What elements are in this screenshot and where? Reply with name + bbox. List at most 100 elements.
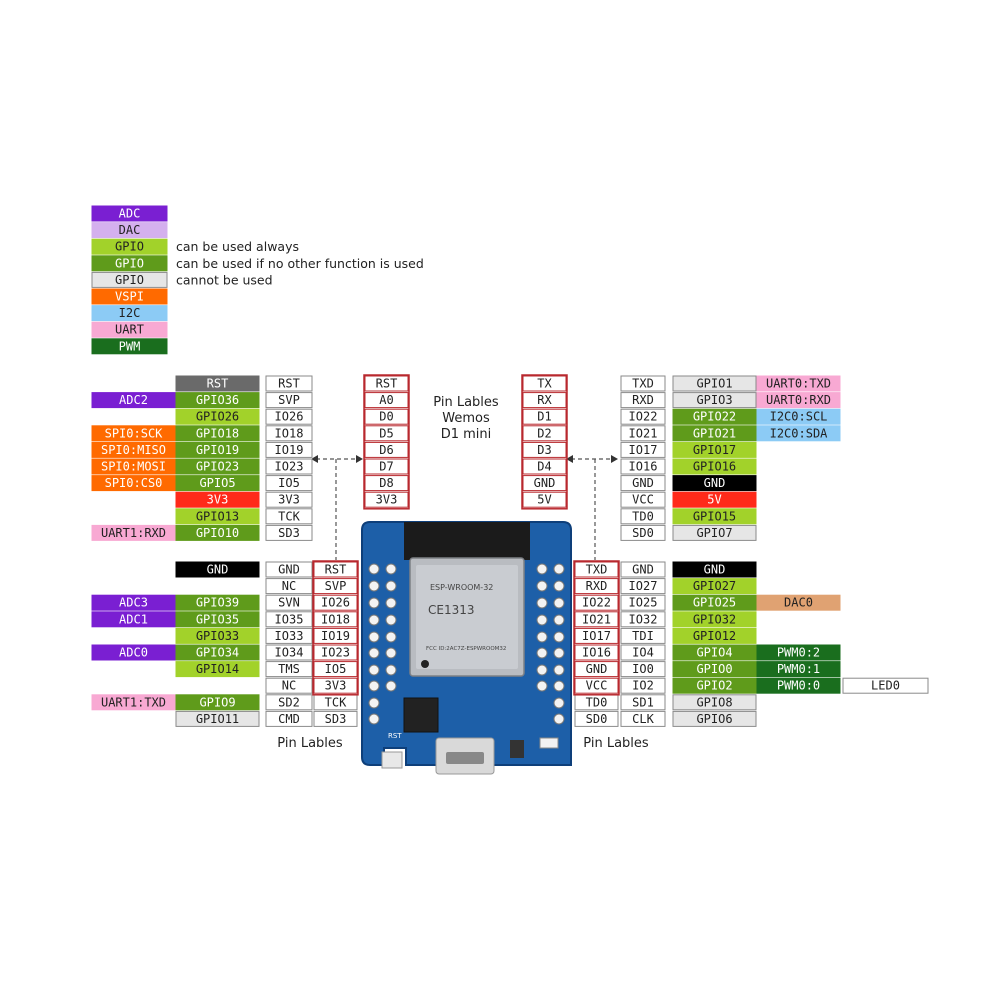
upper-right-gpio-label: GPIO22 <box>693 410 736 424</box>
upper-left-gpio-label: GPIO13 <box>196 509 239 523</box>
lower-right-pin-outer: IO32 <box>620 611 666 628</box>
upper-left-pin-label: IO5 <box>278 476 300 490</box>
upper-left-gpio-box <box>175 508 260 525</box>
center-caption: Wemos <box>442 411 490 426</box>
upper-right-gpio-box <box>672 475 757 492</box>
upper-left-func: SPI0:SCK <box>91 425 176 442</box>
wemos-right-pin-label: RX <box>537 393 552 407</box>
upper-left-gpio-label: GPIO5 <box>199 476 235 490</box>
upper-left-pin-label: TCK <box>278 509 300 523</box>
upper-right-gpio: GPIO7 <box>672 524 757 541</box>
lower-left-gpio-box <box>175 710 260 727</box>
lower-right-gpio-label: GND <box>704 563 726 577</box>
wemos-right-pin: D3 <box>522 441 567 458</box>
lower-right-gpio-box <box>672 710 757 727</box>
upper-right-func: UART0:RXD <box>756 392 841 409</box>
wemos-right-pin: GND <box>522 475 567 492</box>
lower-left-pin-outer-label: IO35 <box>275 612 304 626</box>
lower-right-pin-inner: IO22 <box>574 594 619 611</box>
upper-right-gpio-box <box>672 458 757 475</box>
lower-right-func-box <box>756 594 841 611</box>
upper-left-gpio: RST <box>175 375 260 392</box>
lower-right-gpio-box <box>672 561 757 578</box>
lower-right-pin-outer: IO25 <box>620 594 666 611</box>
legend-swatch-gpio-box <box>91 238 168 255</box>
upper-right-gpio: 5V <box>672 491 757 508</box>
upper-left-gpio: GPIO23 <box>175 458 260 475</box>
upper-right-pin-box <box>620 458 666 475</box>
legend-note: cannot be used <box>176 272 273 287</box>
wemos-left-pin-box <box>364 392 409 409</box>
usb-port-opening <box>446 752 484 764</box>
upper-left-func-label: SPI0:MOSI <box>101 460 166 474</box>
lower-left-func-label: UART1:TXD <box>101 695 166 709</box>
module-label: ESP-WROOM-32 <box>430 583 493 592</box>
upper-left-gpio-box <box>175 441 260 458</box>
lower-left-pin-inner-box <box>313 611 358 628</box>
lower-left-gpio-label: GPIO9 <box>199 695 235 709</box>
upper-left-gpio-box <box>175 408 260 425</box>
lower-left-pin-outer: IO34 <box>265 644 313 661</box>
upper-left-gpio: GPIO10 <box>175 524 260 541</box>
lower-left-pin-inner-label: 3V3 <box>325 679 347 693</box>
module-antenna-area <box>404 522 530 560</box>
upper-left-func-box <box>91 392 176 409</box>
upper-right-func-box <box>756 408 841 425</box>
lower-left-pin-inner: 3V3 <box>313 677 358 694</box>
wemos-left-pin: D5 <box>364 425 409 442</box>
lower-left-pin-outer: IO35 <box>265 611 313 628</box>
wemos-left-pin-box <box>364 441 409 458</box>
lower-left-gpio: GPIO35 <box>175 611 260 628</box>
wemos-left-pin-label: D8 <box>379 476 393 490</box>
lower-left-pin-outer-label: NC <box>282 579 296 593</box>
pin-row-left <box>368 563 397 725</box>
upper-right-pin-box <box>620 441 666 458</box>
lower-right-pin-outer-label: IO32 <box>629 612 658 626</box>
upper-right-pin-box <box>620 508 666 525</box>
upper-left-func-box <box>91 441 176 458</box>
lower-right-gpio-label: GPIO8 <box>696 695 732 709</box>
lower-right-pin-outer-box <box>620 627 666 644</box>
lower-right-gpio: GPIO2 <box>672 677 757 694</box>
upper-left-gpio-label: GPIO10 <box>196 526 239 540</box>
upper-left-func-box <box>91 458 176 475</box>
wemos-right-pin-label: D1 <box>537 410 551 424</box>
lower-left-gpio-box <box>175 627 260 644</box>
upper-right-pin: IO21 <box>620 425 666 442</box>
lower-left-pin-outer: GND <box>265 561 313 578</box>
lower-right-extra-label: LED0 <box>871 679 900 693</box>
module-shield-inner <box>416 565 518 669</box>
legend-swatch-gpio: GPIO <box>91 238 168 255</box>
legend-swatch-gpio-label: GPIO <box>115 256 144 270</box>
wemos-right-pin-box <box>522 441 567 458</box>
legend-swatch-adc-box <box>91 205 168 222</box>
lower-left-pin-outer-label: CMD <box>278 712 300 726</box>
lower-left-func-box <box>91 644 176 661</box>
wemos-left-pin: RST <box>364 375 409 392</box>
lower-right-func: PWM0:1 <box>756 661 841 678</box>
lower-left-func-box <box>91 694 176 711</box>
legend-swatch-vspi-label: VSPI <box>115 290 144 304</box>
upper-left-gpio-box <box>175 375 260 392</box>
wemos-right-pin-label: 5V <box>537 493 551 507</box>
upper-right-pin: IO17 <box>620 441 666 458</box>
wemos-left-pin-label: D5 <box>379 426 393 440</box>
upper-right-pin: GND <box>620 475 666 492</box>
lower-left-gpio: GPIO33 <box>175 627 260 644</box>
legend-note: can be used always <box>176 239 299 254</box>
upper-right-func-label: UART0:TXD <box>766 377 831 391</box>
lower-left-gpio: GPIO14 <box>175 661 260 678</box>
lower-right-gpio-box <box>672 611 757 628</box>
lower-right-pin-inner-label: RXD <box>586 579 608 593</box>
lower-right-gpio-label: GPIO27 <box>693 579 736 593</box>
wemos-right-pin-box <box>522 375 567 392</box>
lower-left-func: UART1:TXD <box>91 694 176 711</box>
lower-left-pin-inner: IO19 <box>313 627 358 644</box>
legend-swatch-adc-label: ADC <box>119 207 141 221</box>
connector-arrows <box>311 455 618 463</box>
lower-right-gpio: GPIO4 <box>672 644 757 661</box>
lower-left-gpio-box <box>175 611 260 628</box>
wemos-left-frame <box>363 374 410 510</box>
lower-left-pin-inner-box <box>313 561 358 578</box>
